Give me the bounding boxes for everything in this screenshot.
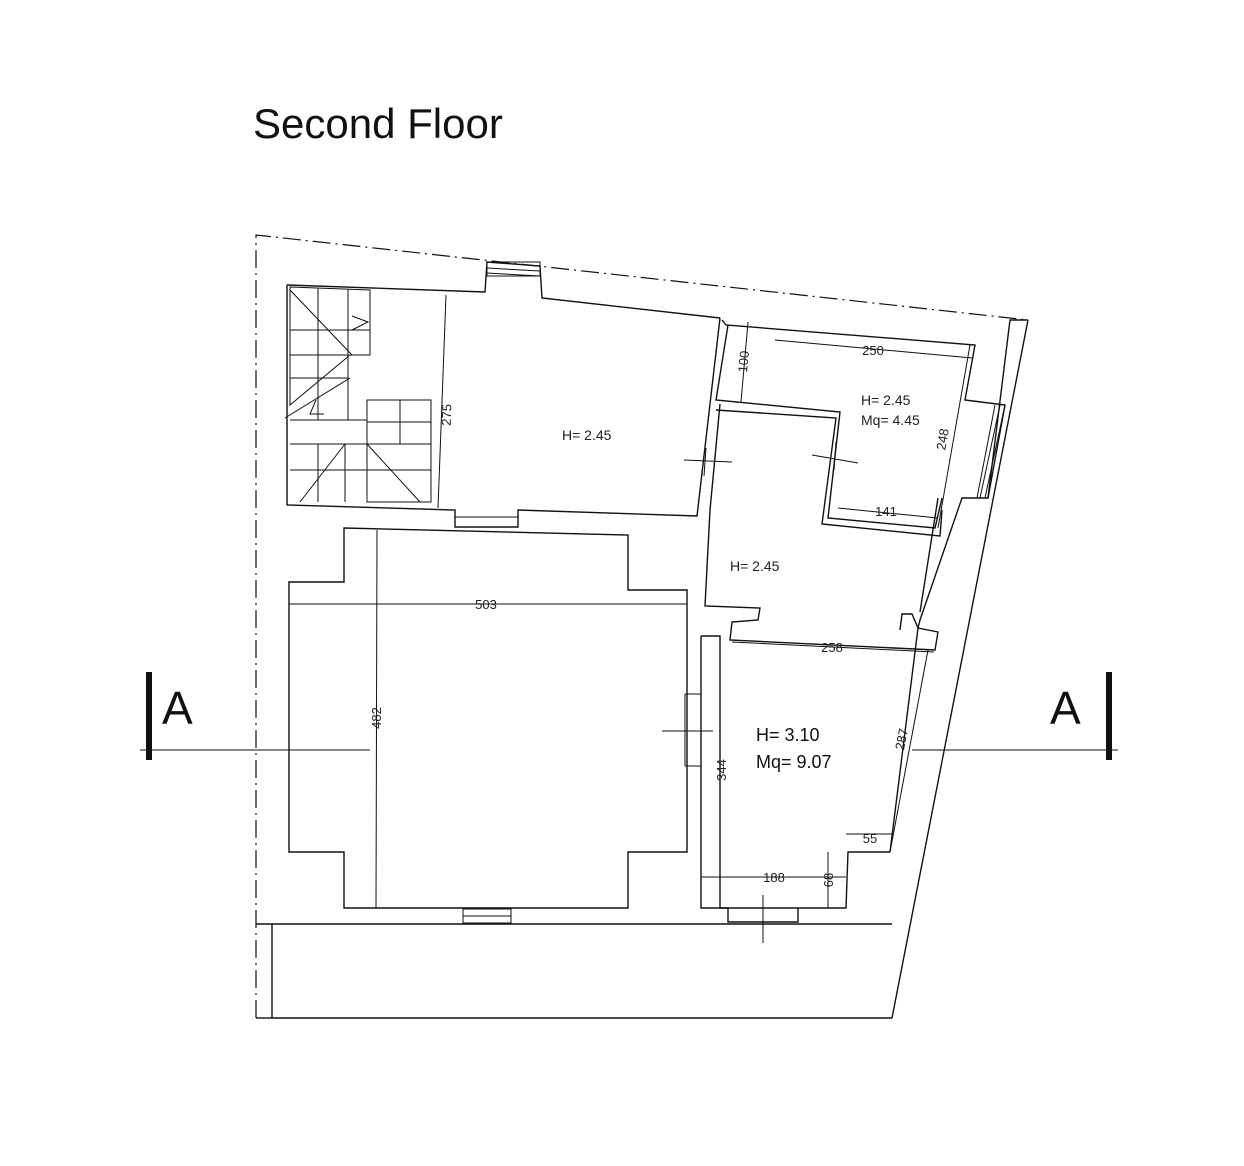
top-window (486, 261, 541, 277)
outer-wall-right-edge (891, 319, 1029, 1019)
dim-344: 344 (714, 759, 729, 781)
section-label-right: A (1050, 682, 1081, 734)
outer-wall-right (889, 319, 1028, 853)
stair-room-wall (286, 285, 721, 528)
dim-141: 141 (875, 504, 897, 519)
section-label-left: A (162, 682, 193, 734)
dim-188: 188 (763, 870, 785, 885)
dim-258: 258 (821, 640, 843, 655)
staircase (284, 286, 432, 503)
dim-275: 275 (439, 404, 455, 426)
dim-287: 287 (892, 727, 911, 751)
door-mark (683, 459, 733, 463)
room-2-height: H= 2.45 (861, 392, 911, 408)
dim-68: 68 (821, 873, 836, 887)
large-room-wall (288, 527, 688, 909)
section-marker-left (146, 672, 152, 760)
dimension-lines (289, 294, 973, 909)
section-marker-right (1106, 672, 1112, 760)
dim-100: 100 (735, 350, 752, 373)
dim-503: 503 (475, 597, 497, 612)
side-window (984, 404, 1006, 499)
room-3-height: H= 2.45 (730, 558, 780, 574)
section-line (140, 672, 1118, 760)
dim-250: 250 (862, 343, 884, 358)
lower-room-wall (701, 635, 890, 909)
property-boundary (255, 234, 1029, 1018)
dim-55: 55 (863, 831, 877, 846)
dim-248: 248 (933, 427, 952, 451)
room-2-area: Mq= 4.45 (861, 412, 920, 428)
corridor-wall (704, 509, 939, 651)
room-4-height: H= 3.10 (756, 725, 820, 745)
terrace-wall (256, 923, 892, 1019)
dim-482: 482 (369, 707, 384, 729)
upper-room-wall (286, 261, 721, 319)
room-1-height: H= 2.45 (562, 427, 612, 443)
page-title: Second Floor (253, 100, 503, 147)
room-4-area: Mq= 9.07 (756, 752, 832, 772)
